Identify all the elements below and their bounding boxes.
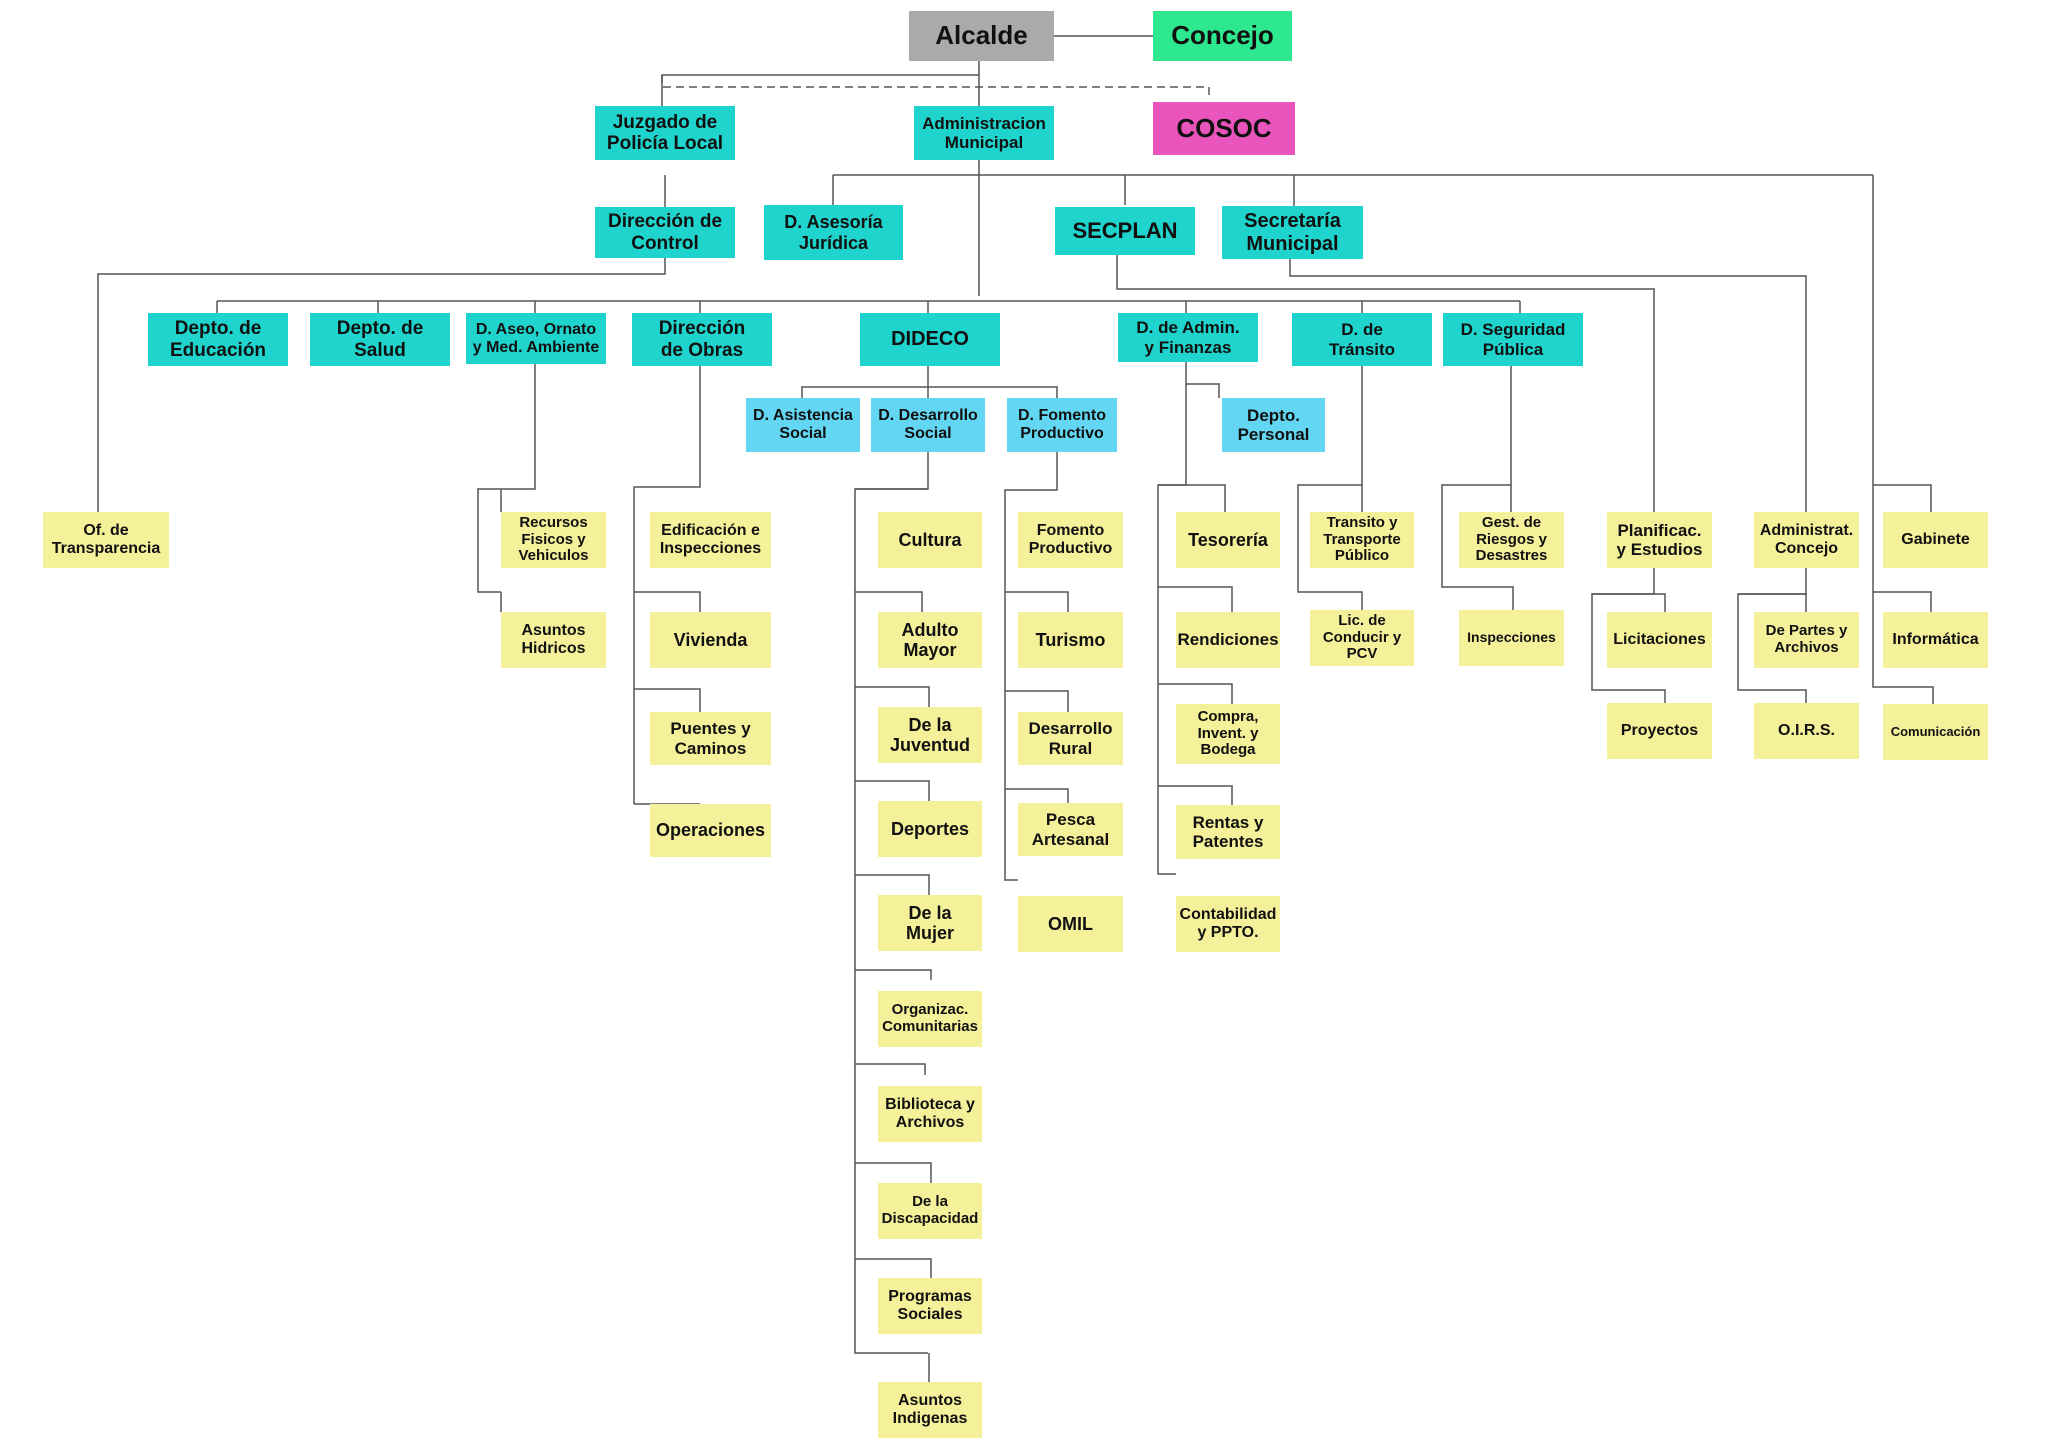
indigenas-box: Asuntos Indigenas (878, 1382, 982, 1438)
educacion-box: Depto. de Educación (148, 313, 288, 366)
desarrollo-social-box: D. Desarrollo Social (871, 398, 985, 452)
programas-box: Programas Sociales (878, 1278, 982, 1334)
mujer-box: De la Mujer (878, 895, 982, 951)
discapacidad-box: De la Discapacidad (878, 1183, 982, 1239)
comunicacion-box: Comunicación (1883, 704, 1988, 760)
informatica-box: Informática (1883, 612, 1988, 668)
puentes-box: Puentes y Caminos (650, 712, 771, 765)
transparencia-box: Of. de Transparencia (43, 512, 169, 568)
secplan-box: SECPLAN (1055, 207, 1195, 255)
dir-control-box: Dirección de Control (595, 207, 735, 258)
rentas-box: Rentas y Patentes (1176, 805, 1280, 859)
partes-archivos-box: De Partes y Archivos (1754, 612, 1859, 668)
juzgado-box: Juzgado de Policía Local (595, 106, 735, 160)
cosoc-box: COSOC (1153, 102, 1295, 155)
adulto-mayor-box: Adulto Mayor (878, 612, 982, 668)
gabinete-box: Gabinete (1883, 512, 1988, 568)
desarrollo-rural-box: Desarrollo Rural (1018, 712, 1123, 765)
seguridad-box: D. Seguridad Pública (1443, 313, 1583, 366)
fomento-prod-box: Fomento Productivo (1018, 512, 1123, 568)
admin-municipal-box: Administracion Municipal (914, 106, 1054, 160)
salud-box: Depto. de Salud (310, 313, 450, 366)
asistencia-social-box: D. Asistencia Social (746, 398, 860, 452)
obras-box: Dirección de Obras (632, 313, 772, 366)
omil-box: OMIL (1018, 896, 1123, 952)
concejo-box: Concejo (1153, 11, 1292, 61)
licitaciones-box: Licitaciones (1607, 612, 1712, 668)
deportes-box: Deportes (878, 801, 982, 857)
operaciones-box: Operaciones (650, 804, 771, 857)
inspecciones-box: Inspecciones (1459, 610, 1564, 666)
recursos-box: Recursos Fisicos y Vehiculos (501, 512, 606, 568)
hidricos-box: Asuntos Hidricos (501, 612, 606, 668)
turismo-box: Turismo (1018, 612, 1123, 668)
organizac-box: Organizac. Comunitarias (878, 991, 982, 1047)
rendiciones-box: Rendiciones (1176, 612, 1280, 668)
finanzas-box: D. de Admin. y Finanzas (1118, 313, 1258, 362)
planificac-box: Planificac. y Estudios (1607, 512, 1712, 568)
personal-box: Depto. Personal (1222, 398, 1325, 452)
asesoria-box: D. Asesoría Jurídica (764, 205, 903, 260)
vivienda-box: Vivienda (650, 612, 771, 668)
proyectos-box: Proyectos (1607, 703, 1712, 759)
contabilidad-box: Contabilidad y PPTO. (1176, 896, 1280, 952)
aseo-box: D. Aseo, Ornato y Med. Ambiente (466, 313, 606, 364)
dideco-box: DIDECO (860, 313, 1000, 366)
edificacion-box: Edificación e Inspecciones (650, 512, 771, 568)
transporte-box: Transito y Transporte Público (1310, 512, 1414, 568)
admin-concejo-box: Administrat. Concejo (1754, 512, 1859, 568)
oirs-box: O.I.R.S. (1754, 703, 1859, 759)
alcalde-box: Alcalde (909, 11, 1054, 61)
biblioteca-box: Biblioteca y Archivos (878, 1086, 982, 1142)
juventud-box: De la Juventud (878, 707, 982, 763)
licencias-box: Lic. de Conducir y PCV (1310, 610, 1414, 666)
secretaria-box: Secretaría Municipal (1222, 206, 1363, 259)
transito-box: D. de Tránsito (1292, 313, 1432, 366)
cultura-box: Cultura (878, 512, 982, 568)
riesgos-box: Gest. de Riesgos y Desastres (1459, 512, 1564, 568)
pesca-box: Pesca Artesanal (1018, 803, 1123, 856)
fomento-productivo-box: D. Fomento Productivo (1007, 398, 1117, 452)
tesoreria-box: Tesorería (1176, 512, 1280, 568)
compra-box: Compra, Invent. y Bodega (1176, 704, 1280, 764)
